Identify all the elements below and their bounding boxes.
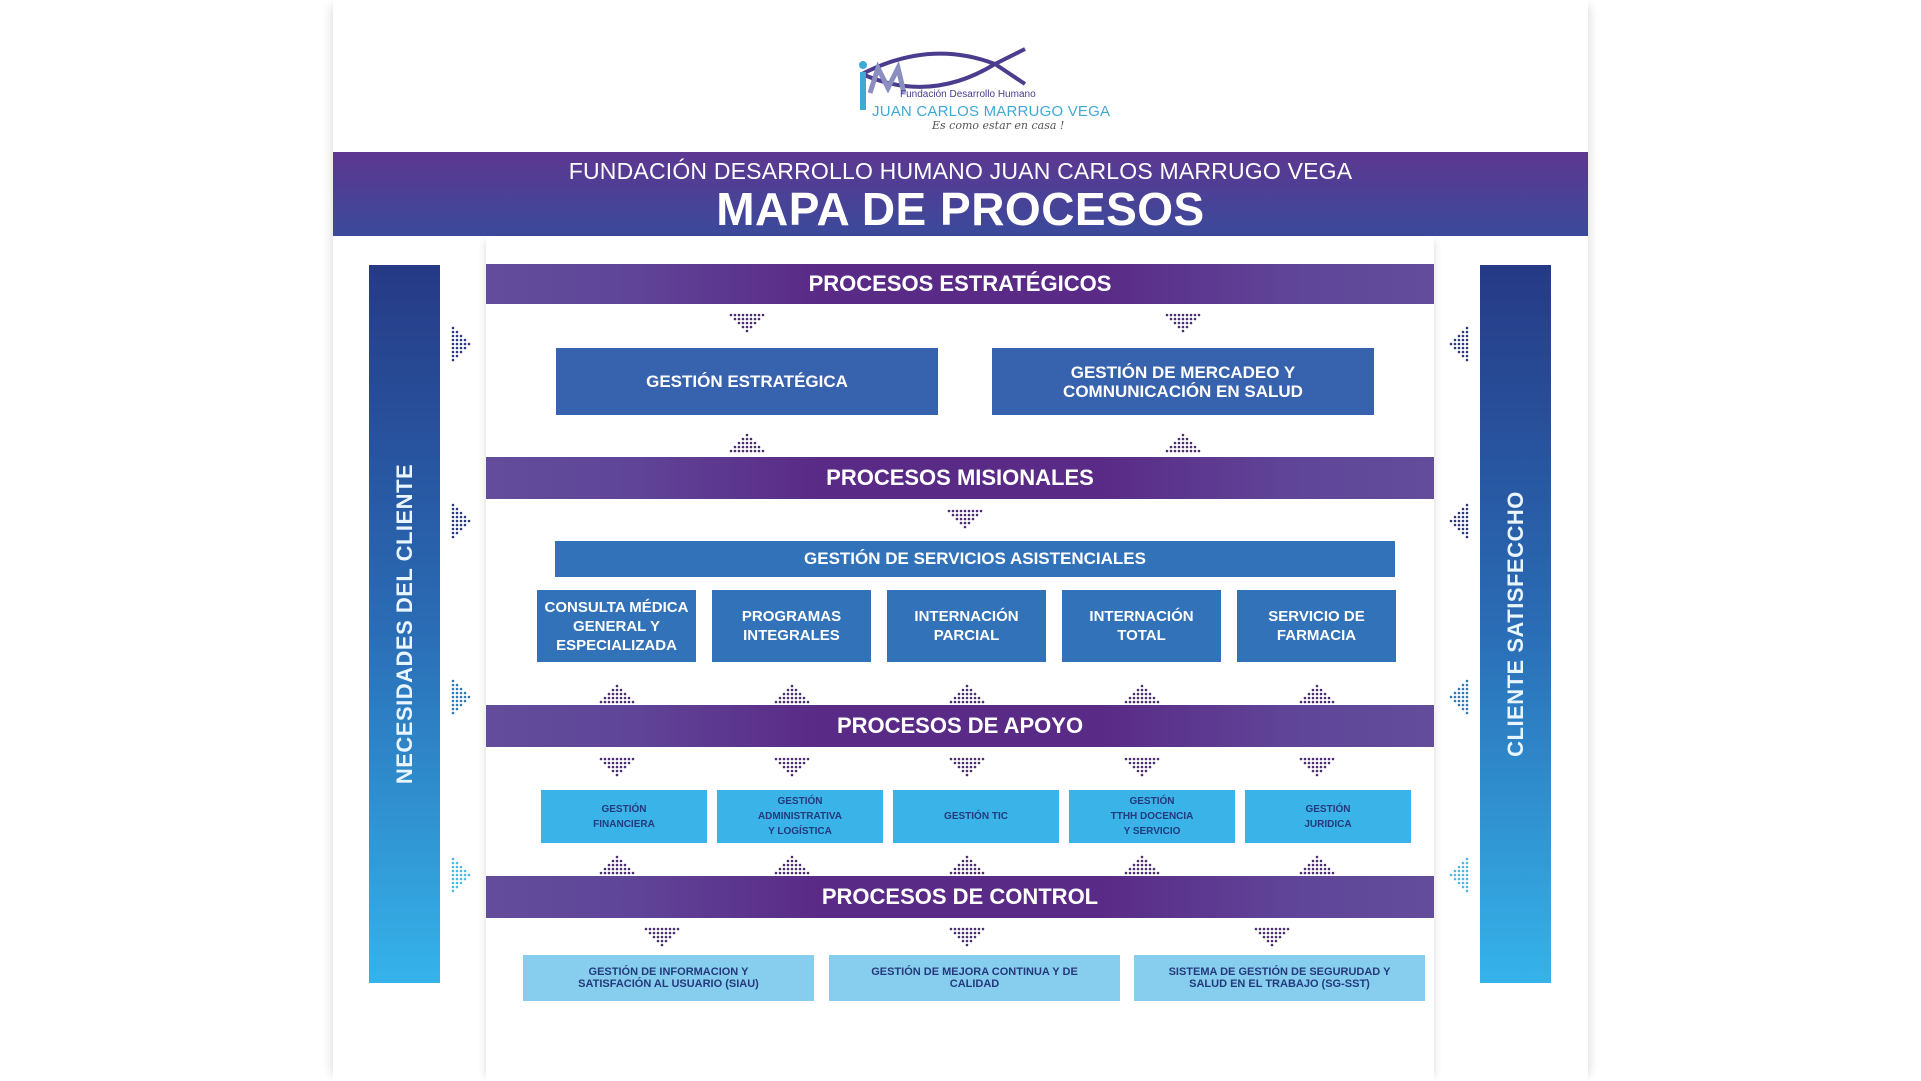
dotted-arrow-up-icon [727, 432, 767, 454]
process-box-mission-3: INTERNACIÓN PARCIAL [887, 590, 1046, 662]
logo-tagline: Es como estar en casa ! [932, 119, 1065, 132]
process-box-servicios-asistenciales: GESTIÓN DE SERVICIOS ASISTENCIALES [555, 541, 1395, 577]
dotted-arrow-down-icon [1163, 312, 1203, 334]
process-box-mission-4: INTERNACIÓN TOTAL [1062, 590, 1221, 662]
dotted-arrow-down-icon [945, 508, 985, 530]
dotted-arrow-up-icon [1163, 432, 1203, 454]
dotted-arrow-right-icon [450, 855, 476, 895]
dotted-arrow-left-icon [1444, 324, 1470, 364]
dotted-arrow-left-icon [1444, 855, 1470, 895]
process-box-mission-1: CONSULTA MÉDICA GENERAL Y ESPECIALIZADA [537, 590, 696, 662]
dotted-arrow-up-icon [1122, 854, 1162, 876]
fish-logo-icon [859, 47, 1027, 110]
process-box-control-3: SISTEMA DE GESTIÓN DE SEGURUDAD Y SALUD … [1134, 955, 1425, 1001]
dotted-arrow-right-icon [450, 324, 476, 364]
dotted-arrow-up-icon [1122, 683, 1162, 705]
dotted-arrow-up-icon [1297, 683, 1337, 705]
dotted-arrow-up-icon [947, 683, 987, 705]
dotted-arrow-left-icon [1444, 501, 1470, 541]
dotted-arrow-right-icon [450, 501, 476, 541]
dotted-arrow-down-icon [597, 756, 637, 778]
page-title: MAPA DE PROCESOS [716, 183, 1205, 235]
dotted-arrow-down-icon [947, 756, 987, 778]
dotted-arrow-up-icon [772, 854, 812, 876]
header-banner: FUNDACIÓN DESARROLLO HUMANO JUAN CARLOS … [333, 152, 1588, 236]
process-box-mission-5: SERVICIO DE FARMACIA [1237, 590, 1396, 662]
dotted-arrow-down-icon [1252, 926, 1292, 948]
process-box-mercadeo: GESTIÓN DE MERCADEO Y COMNUNICACIÓN EN S… [992, 348, 1374, 415]
dotted-arrow-down-icon [727, 312, 767, 334]
section-bar-control: PROCESOS DE CONTROL [486, 876, 1434, 918]
dotted-arrow-down-icon [642, 926, 682, 948]
sidebar-client-satisfied: CLIENTE SATISFECCHO [1480, 265, 1551, 983]
logo-organization: Fundación Desarrollo Humano [900, 89, 1036, 100]
section-bar-strategic: PROCESOS ESTRATÉGICOS [486, 264, 1434, 304]
logo-name: JUAN CARLOS MARRUGO VEGA [872, 103, 1111, 120]
process-box-support-1: GESTIÓN FINANCIERA [541, 790, 707, 843]
dotted-arrow-down-icon [1297, 756, 1337, 778]
dotted-arrow-up-icon [947, 854, 987, 876]
sidebar-client-needs: NECESIDADES DEL CLIENTE [369, 265, 440, 983]
process-box-control-2: GESTIÓN DE MEJORA CONTINUA Y DE CALIDAD [829, 955, 1120, 1001]
dotted-arrow-down-icon [1122, 756, 1162, 778]
dotted-arrow-up-icon [597, 854, 637, 876]
process-box-gestion-estrategica: GESTIÓN ESTRATÉGICA [556, 348, 938, 415]
dotted-arrow-down-icon [947, 926, 987, 948]
section-bar-support: PROCESOS DE APOYO [486, 705, 1434, 747]
dotted-arrow-up-icon [1297, 854, 1337, 876]
process-box-mission-2: PROGRAMAS INTEGRALES [712, 590, 871, 662]
process-box-support-5: GESTIÓN JURIDICA [1245, 790, 1411, 843]
sidebar-left-label: NECESIDADES DEL CLIENTE [391, 463, 417, 785]
section-bar-mission: PROCESOS MISIONALES [486, 457, 1434, 499]
sidebar-right-label: CLIENTE SATISFECCHO [1502, 491, 1528, 757]
dotted-arrow-down-icon [772, 756, 812, 778]
process-box-support-2: GESTIÓN ADMINISTRATIVA Y LOGÍSTICA [717, 790, 883, 843]
dotted-arrow-left-icon [1444, 677, 1470, 717]
header-subtitle: FUNDACIÓN DESARROLLO HUMANO JUAN CARLOS … [568, 158, 1353, 184]
dotted-arrow-up-icon [597, 683, 637, 705]
dotted-arrow-right-icon [450, 677, 476, 717]
process-box-support-4: GESTIÓN TTHH DOCENCIA Y SERVICIO [1069, 790, 1235, 843]
process-box-support-3: GESTIÓN TIC [893, 790, 1059, 843]
dotted-arrow-up-icon [772, 683, 812, 705]
process-box-control-1: GESTIÓN DE INFORMACION Y SATISFACIÓN AL … [523, 955, 814, 1001]
